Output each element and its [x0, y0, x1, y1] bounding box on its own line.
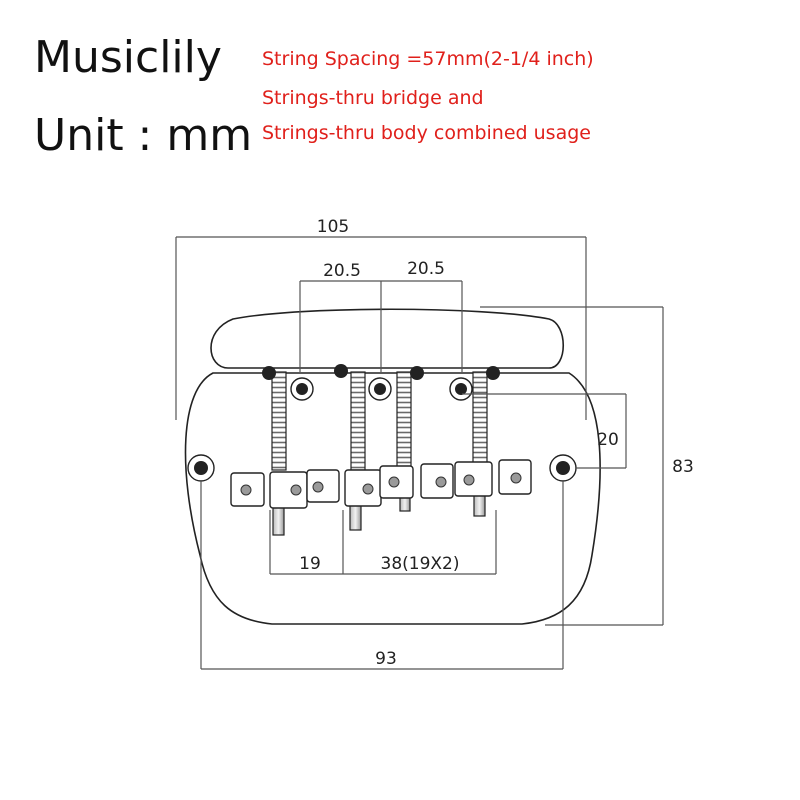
string-anchor-bar [210, 308, 565, 369]
saddle-screw-posts [271, 371, 488, 471]
spacing-right-label: 20.5 [407, 259, 445, 279]
saddle-spacing-total-label: 38(19X2) [381, 554, 460, 574]
string-thru-holes [290, 377, 473, 401]
overall-height-label: 83 [672, 457, 694, 477]
brand-name: Musiclily [34, 32, 222, 83]
strings-thru-bridge-note: Strings-thru bridge and [262, 87, 484, 109]
mount-spacing-label: 93 [375, 649, 397, 669]
unit-label: Unit : mm [34, 110, 253, 161]
string-spacing-note: String Spacing =57mm(2-1/4 inch) [262, 48, 594, 70]
dimension-lines [175, 236, 664, 670]
spacing-left-label: 20.5 [323, 261, 361, 281]
saddle-screws [240, 472, 522, 496]
mounting-holes [187, 454, 577, 482]
height-offset-label: 20 [597, 430, 619, 450]
strings-thru-body-note: Strings-thru body combined usage [262, 122, 591, 144]
adjustment-screw-heads [262, 364, 500, 380]
saddle-spacing-label: 19 [299, 554, 321, 574]
overall-width-label: 105 [317, 217, 349, 237]
